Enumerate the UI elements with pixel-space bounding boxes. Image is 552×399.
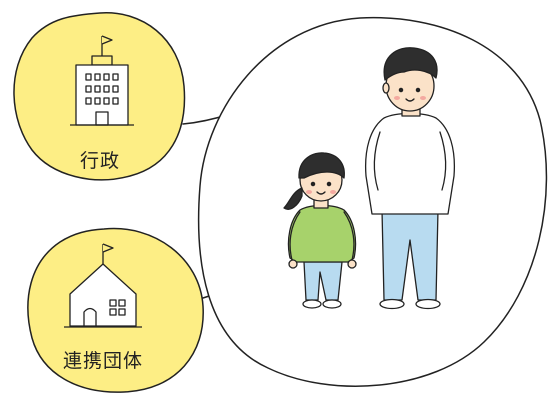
- adult-figure: [364, 47, 456, 310]
- child-figure: [283, 152, 357, 309]
- city-hall-building-icon: [70, 35, 134, 126]
- government-label: 行政: [79, 150, 120, 172]
- child-hair: [298, 152, 345, 179]
- government-bubble: [13, 12, 186, 181]
- school-building-icon: [64, 243, 142, 328]
- partner-organization-label: 連携団体: [62, 350, 143, 372]
- adult-sweater: [364, 112, 456, 215]
- partner-bubble: [27, 227, 204, 393]
- adult-hair: [383, 47, 438, 81]
